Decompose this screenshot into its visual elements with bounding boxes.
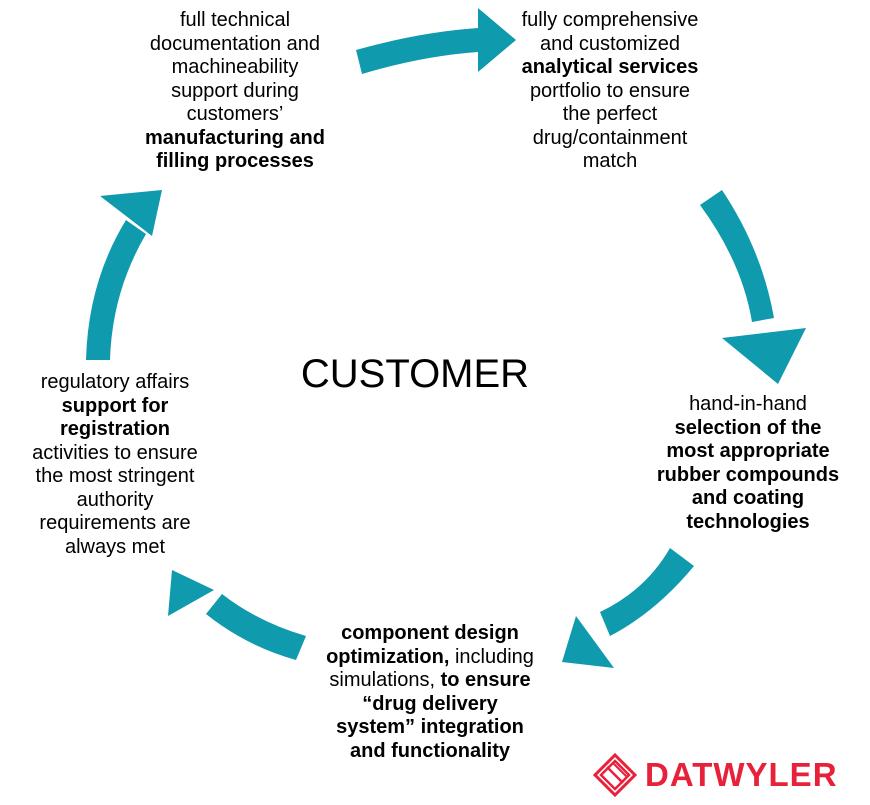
datwyler-logo-text: DATWYLER [645, 756, 838, 793]
node-text-regular: match [582, 150, 638, 172]
node-text-regular: always met [64, 535, 166, 558]
node-text-regular: the perfect [562, 103, 658, 125]
node-line: component design [290, 622, 570, 646]
node-line: full technical [100, 9, 370, 33]
node-text-regular: support during [171, 79, 299, 102]
node-line: most appropriate [628, 440, 868, 464]
node-text-bold: and coating [691, 487, 805, 509]
node-line: and coating [628, 487, 868, 511]
node-text-bold: component design [341, 622, 519, 644]
node-text-regular: activities to ensure [32, 441, 198, 464]
node-text-regular: including [449, 645, 534, 668]
node-text-regular: customers’ [186, 103, 284, 125]
node-line: manufacturing and [100, 127, 370, 151]
node-text-regular: the most stringent [35, 465, 195, 487]
node-text-regular: documentation and [149, 32, 321, 55]
node-line: selection of the [628, 417, 868, 441]
node-line: and functionality [290, 740, 570, 764]
node-text-bold: support for [61, 394, 169, 417]
node-text-regular: requirements are [39, 512, 191, 534]
node-line: activities to ensure [5, 442, 225, 466]
node-line: requirements are [5, 512, 225, 536]
node-text-bold: manufacturing and [144, 126, 325, 149]
node-line: fully comprehensive [485, 9, 735, 33]
node-text-regular: machineability [171, 56, 299, 78]
node-line: documentation and [100, 33, 370, 57]
node-line: optimization, including [290, 646, 570, 670]
node-text-regular: full technical [179, 9, 291, 31]
node-text-bold: technologies [686, 510, 810, 533]
node-text-bold: registration [59, 418, 171, 440]
node-text-bold: filling processes [156, 150, 314, 172]
node-line: and customized [485, 33, 735, 57]
node-line: portfolio to ensure [485, 80, 735, 104]
node-text-regular: fully comprehensive [521, 9, 699, 31]
node-line: filling processes [100, 150, 370, 174]
node-line: authority [5, 489, 225, 513]
node-line: machineability [100, 56, 370, 80]
node-text-bold: optimization, [326, 645, 450, 668]
node-line: always met [5, 536, 225, 560]
node-line: match [485, 150, 735, 174]
node-line: drug/containment [485, 127, 735, 151]
node-line: customers’ [100, 103, 370, 127]
node-line: rubber compounds [628, 464, 868, 488]
node-line: hand-in-hand [628, 393, 868, 417]
node-line: “drug delivery [290, 693, 570, 717]
center-label: CUSTOMER [300, 352, 530, 396]
node-text-bold: to ensure [440, 669, 531, 691]
node-line: support for [5, 395, 225, 419]
node-line: analytical services [485, 56, 735, 80]
node-line: registration [5, 418, 225, 442]
node-text-regular: regulatory affairs [40, 371, 190, 393]
node-line: simulations, to ensure [290, 669, 570, 693]
node-line: support during [100, 80, 370, 104]
node-text-regular: authority [76, 488, 154, 511]
node-text-bold: “drug delivery [362, 692, 498, 715]
node-line: the perfect [485, 103, 735, 127]
node-text-bold: most appropriate [666, 440, 830, 462]
node-text-bold: and functionality [350, 739, 510, 762]
cycle-arrow-bottom-right [562, 548, 694, 668]
node-text-bold: system” integration [336, 716, 524, 738]
datwyler-diamond-logo-icon [592, 752, 638, 798]
node-line: technologies [628, 511, 868, 535]
node-text-regular: drug/containment [532, 126, 688, 149]
node-text-regular: portfolio to ensure [529, 79, 691, 102]
cycle-arrow-bottom-left [168, 570, 306, 660]
cycle-arrow-left [86, 190, 162, 360]
node-text-bold: selection of the [674, 416, 822, 439]
node-line: regulatory affairs [5, 371, 225, 395]
node-text-regular: simulations, [329, 669, 441, 691]
cycle-arrow-top [356, 8, 516, 74]
node-text-bold: rubber compounds [656, 463, 840, 486]
node-line: the most stringent [5, 465, 225, 489]
node-text-bold: analytical services [521, 56, 699, 78]
node-text-regular: hand-in-hand [689, 393, 807, 415]
node-line: system” integration [290, 716, 570, 740]
cycle-arrow-right [700, 190, 806, 384]
node-text-regular: and customized [539, 32, 681, 55]
